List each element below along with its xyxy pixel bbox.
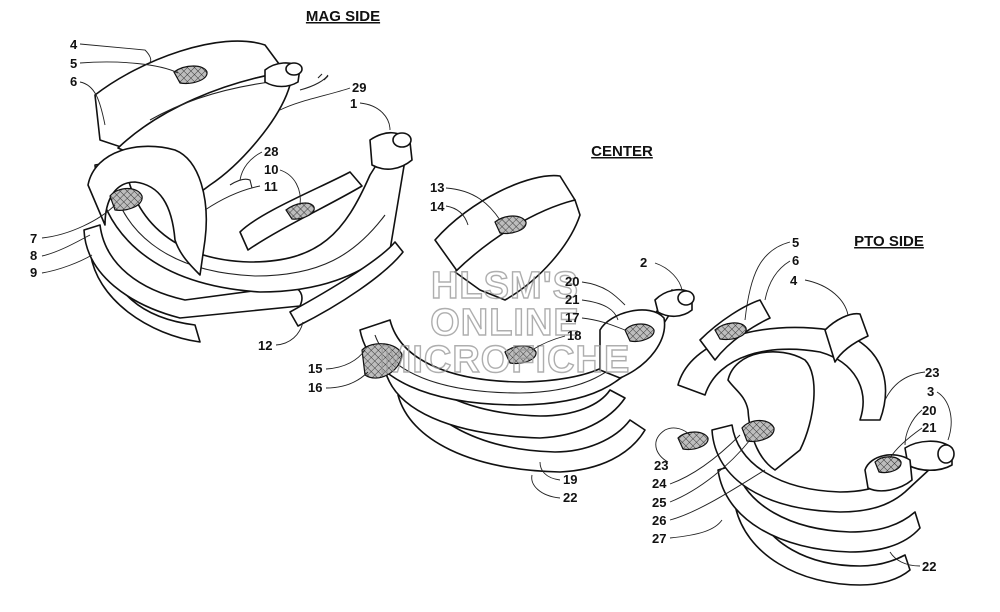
center-assembly [359, 174, 695, 473]
pto-mid-shield [717, 464, 921, 553]
pto-front-shell [727, 351, 815, 471]
callout-pto-23-left: 23 [654, 458, 668, 473]
mag-spring [299, 73, 329, 91]
title-pto-side: PTO SIDE [854, 233, 924, 250]
callout-center-13: 13 [430, 180, 444, 195]
callout-mag-29: 29 [352, 80, 366, 95]
callout-mag-28: 28 [264, 144, 278, 159]
callout-center-22: 22 [563, 490, 577, 505]
callout-mag-10: 10 [264, 162, 278, 177]
pto-mesh-patch-5 [714, 322, 747, 341]
pto-lower-shield [734, 499, 911, 586]
callout-pto-5: 5 [792, 235, 799, 250]
center-callouts: 13 14 2 20 21 17 18 15 16 19 22 [308, 180, 683, 505]
center-pipe-end [677, 290, 695, 306]
callout-pto-21: 21 [922, 420, 936, 435]
mag-callouts: 4 5 6 29 1 28 10 11 7 8 9 12 [30, 37, 391, 353]
mag-clip [229, 178, 253, 189]
callout-center-18: 18 [567, 328, 581, 343]
pto-upper-shield-right [824, 312, 869, 363]
center-mesh-patch-16 [361, 343, 403, 379]
callout-mag-9: 9 [30, 265, 37, 280]
pto-mesh-patch-23 [677, 431, 709, 451]
mag-mesh-patch-10 [285, 202, 315, 220]
title-mag-side: MAG SIDE [306, 8, 380, 25]
center-upper-shield-body [454, 199, 581, 301]
callout-pto-23-top: 23 [925, 365, 939, 380]
callout-center-21: 21 [565, 292, 579, 307]
callout-center-15: 15 [308, 361, 322, 376]
mag-mesh-patch-5 [173, 65, 208, 85]
callout-center-2: 2 [640, 255, 647, 270]
center-lower-shield [397, 379, 646, 473]
watermark-line-1: HLSM'S [431, 265, 579, 307]
callout-mag-12: 12 [258, 338, 272, 353]
callout-pto-22: 22 [922, 559, 936, 574]
mag-side-assembly [83, 40, 413, 343]
callout-pto-4: 4 [790, 273, 798, 288]
pto-mesh-patch-21 [874, 456, 902, 474]
callout-center-19: 19 [563, 472, 577, 487]
callout-pto-26: 26 [652, 513, 666, 528]
callout-mag-7: 7 [30, 231, 37, 246]
callout-center-17: 17 [565, 310, 579, 325]
center-mesh-patch-13 [494, 215, 527, 235]
watermark-line-3: MICROFICHE [380, 339, 631, 381]
callout-pto-3: 3 [927, 384, 934, 399]
callout-mag-11: 11 [264, 179, 278, 194]
mag-mesh-patch-7 [109, 187, 143, 211]
pto-side-assembly [677, 299, 955, 586]
callout-pto-25: 25 [652, 495, 666, 510]
mag-outlet-end [285, 62, 303, 76]
callout-pto-20: 20 [922, 403, 936, 418]
callout-mag-1: 1 [350, 96, 357, 111]
callout-mag-4: 4 [70, 37, 78, 52]
callout-pto-24: 24 [652, 476, 667, 491]
callout-pto-27: 27 [652, 531, 666, 546]
callout-mag-6: 6 [70, 74, 77, 89]
pto-mesh-patch-24 [741, 419, 775, 443]
callout-center-14: 14 [430, 199, 445, 214]
mag-front-shield [87, 145, 208, 276]
center-mesh-patch-18 [504, 345, 537, 365]
pto-callouts: 5 6 4 23 3 20 21 23 24 25 26 27 22 [652, 235, 952, 574]
center-mid-shield [384, 354, 626, 439]
watermark: HLSM'S ONLINE MICROFICHE [379, 264, 631, 381]
callout-mag-8: 8 [30, 248, 37, 263]
callout-center-20: 20 [565, 274, 579, 289]
callout-pto-6: 6 [792, 253, 799, 268]
center-mesh-patch-17 [624, 323, 655, 343]
watermark-line-2: ONLINE [430, 302, 580, 344]
mag-heat-shield-mid [83, 224, 303, 319]
title-center: CENTER [591, 143, 653, 160]
callout-center-16: 16 [308, 380, 322, 395]
mag-lower-strip [289, 241, 404, 327]
callout-mag-5: 5 [70, 56, 77, 71]
pto-pipe-end [937, 444, 955, 464]
mag-pipe-end [392, 132, 412, 148]
